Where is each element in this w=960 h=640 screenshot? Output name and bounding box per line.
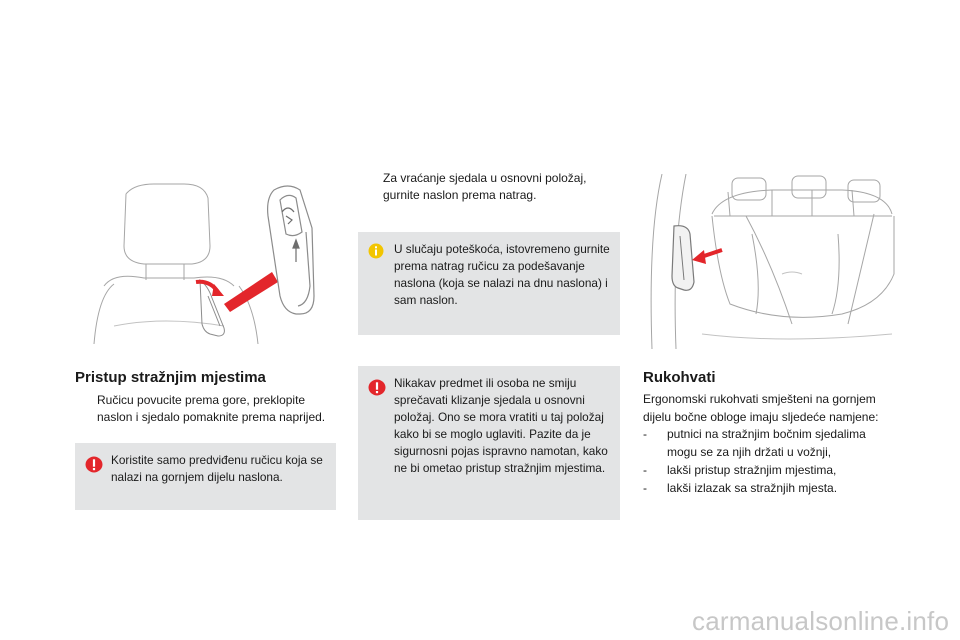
section-title-grab-handles: Rukohvati <box>643 369 716 386</box>
seat-lever-illustration <box>74 176 336 344</box>
warning-note-seat-return: Nikakav predmet ili osoba ne smiju spreč… <box>358 366 620 520</box>
list-item: - putnici na stražnjim bočnim sjedalima … <box>643 425 895 461</box>
grab-handles-uses-list: - putnici na stražnjim bočnim sjedalima … <box>643 425 895 497</box>
list-item: - lakši pristup stražnjim mjestima, <box>643 461 895 479</box>
step-bullet-icon <box>75 392 97 426</box>
list-item-text: lakši izlazak sa stražnjih mjesta. <box>667 481 838 495</box>
list-item: - lakši izlazak sa stražnjih mjesta. <box>643 479 895 497</box>
step-text: Za vraćanje sjedala u osnovni položaj, g… <box>383 171 587 202</box>
grab-handle-illustration <box>642 174 904 349</box>
step-instruction-return: Za vraćanje sjedala u osnovni položaj, g… <box>361 170 616 204</box>
list-dash: - <box>643 427 647 441</box>
warning-note-lever: Koristite samo predviđenu ručicu koja se… <box>75 443 336 510</box>
warning-icon <box>85 456 103 473</box>
warning-icon <box>368 379 386 396</box>
info-icon <box>368 243 384 259</box>
list-item-text: putnici na stražnjim bočnim sjedalima mo… <box>667 427 866 459</box>
info-text: U slučaju poteškoća, istovremeno gurnite… <box>394 242 610 307</box>
grab-handles-intro: Ergonomski rukohvati smješteni na gornje… <box>643 392 879 424</box>
step-text: Ručicu povucite prema gore, preklopite n… <box>97 393 326 424</box>
step-instruction-fold: Ručicu povucite prema gore, preklopite n… <box>75 392 340 426</box>
info-note-difficulty: U slučaju poteškoća, istovremeno gurnite… <box>358 232 620 335</box>
warning-text: Koristite samo predviđenu ručicu koja se… <box>111 453 323 484</box>
list-dash: - <box>643 463 647 477</box>
watermark: carmanualsonline.info <box>692 606 950 636</box>
section-title-rear-access: Pristup stražnjim mjestima <box>75 369 266 386</box>
list-dash: - <box>643 481 647 495</box>
list-item-text: lakši pristup stražnjim mjestima, <box>667 463 837 477</box>
warning-text: Nikakav predmet ili osoba ne smiju spreč… <box>394 376 608 475</box>
step-bullet-icon <box>361 170 383 204</box>
